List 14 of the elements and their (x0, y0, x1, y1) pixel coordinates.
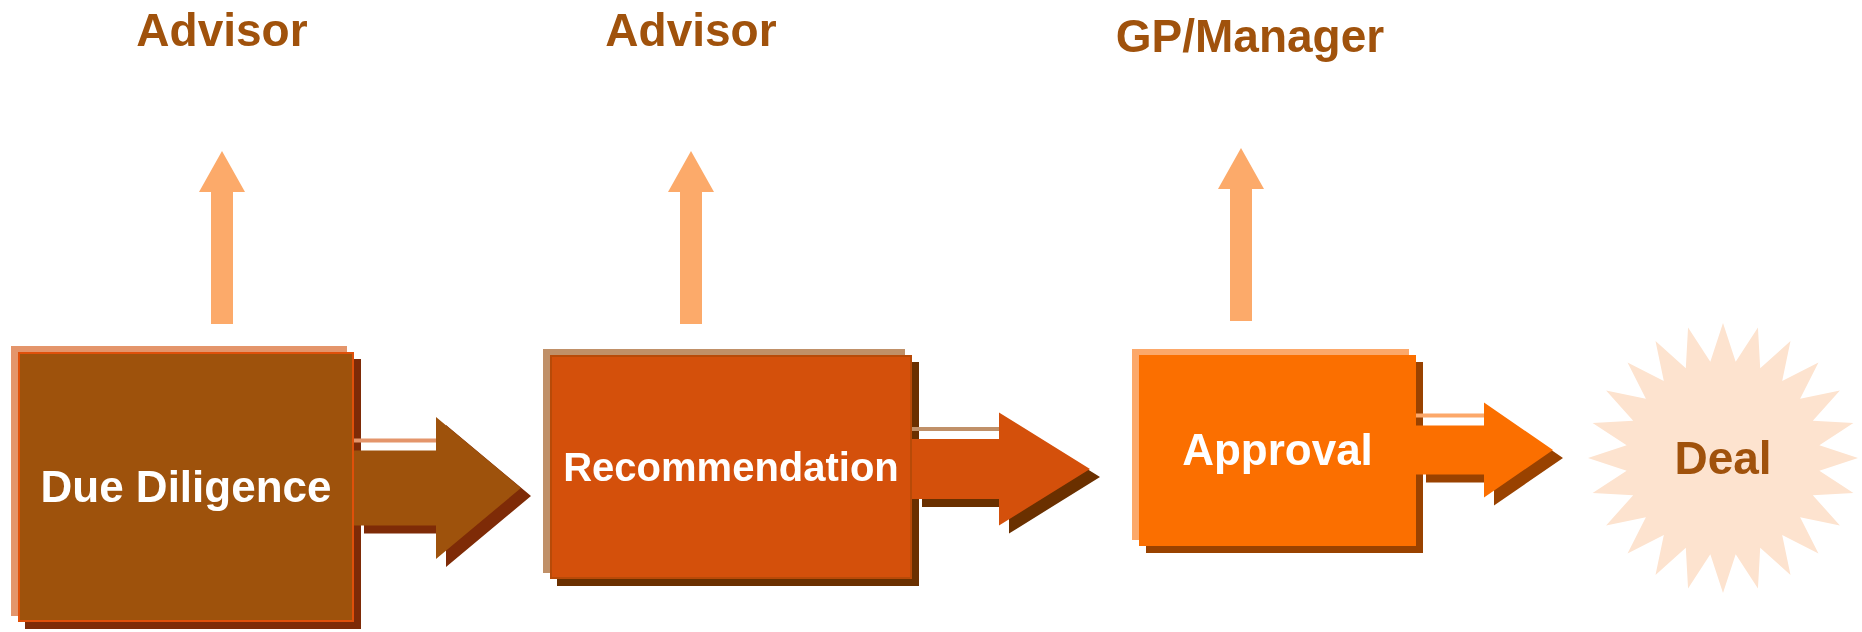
stage-label: Recommendation (563, 445, 899, 489)
arrow (199, 151, 245, 324)
arrow (354, 417, 531, 567)
arrow (912, 412, 1100, 534)
stage-label: Due Diligence (40, 462, 332, 512)
role-label: Advisor (136, 4, 308, 56)
arrow (1416, 402, 1563, 506)
arrow (668, 151, 714, 324)
arrow (1218, 148, 1264, 321)
stage-label: Approval (1182, 426, 1373, 475)
stage-label: Deal (1674, 432, 1772, 484)
starburst-shape (1588, 323, 1858, 593)
role-label: Advisor (605, 4, 777, 56)
role-label: GP/Manager (1115, 10, 1385, 62)
